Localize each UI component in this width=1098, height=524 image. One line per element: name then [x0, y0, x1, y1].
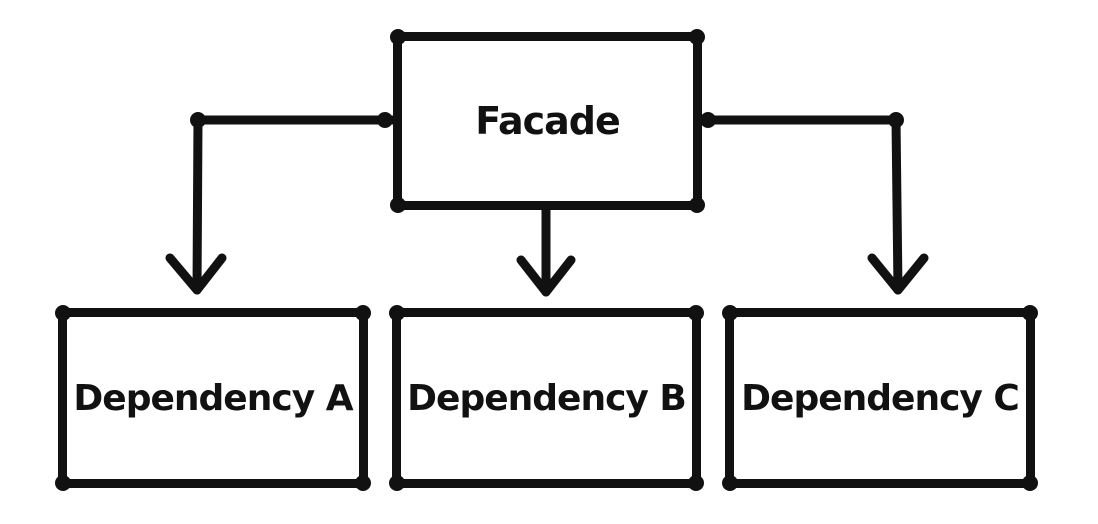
joint-dot	[190, 112, 206, 128]
corner-dot	[722, 305, 738, 321]
corner-dot	[1022, 305, 1038, 321]
dependency-a-label: Dependency A	[73, 377, 353, 419]
dependency-c-label: Dependency C	[741, 377, 1020, 419]
corner-dot	[722, 475, 738, 491]
corner-dot	[389, 475, 405, 491]
arrowhead-dependency-b	[516, 255, 576, 297]
joint-dot	[888, 112, 904, 128]
corner-dot	[390, 29, 406, 45]
corner-dot	[55, 305, 71, 321]
corner-dot	[390, 197, 406, 213]
connector-to-dependency-a	[192, 115, 400, 295]
corner-dot	[355, 475, 371, 491]
corner-dot	[1022, 475, 1038, 491]
corner-dot	[689, 29, 705, 45]
facade-box: Facade	[390, 29, 705, 213]
corner-dot	[389, 305, 405, 321]
dependency-b-label: Dependency B	[407, 377, 687, 419]
arrowhead-dependency-a	[165, 253, 227, 295]
dependency-a-box: Dependency A	[55, 305, 371, 491]
dependency-c-box: Dependency C	[722, 305, 1038, 491]
joint-dot	[700, 112, 716, 128]
facade-label: Facade	[475, 99, 621, 143]
joint-dot	[377, 112, 393, 128]
corner-dot	[689, 197, 705, 213]
connector-to-dependency-c	[695, 115, 903, 295]
corner-dot	[688, 305, 704, 321]
corner-dot	[688, 475, 704, 491]
corner-dot	[355, 305, 371, 321]
dependency-b-box: Dependency B	[389, 305, 704, 491]
arrowhead-dependency-c	[867, 253, 929, 295]
corner-dot	[55, 475, 71, 491]
